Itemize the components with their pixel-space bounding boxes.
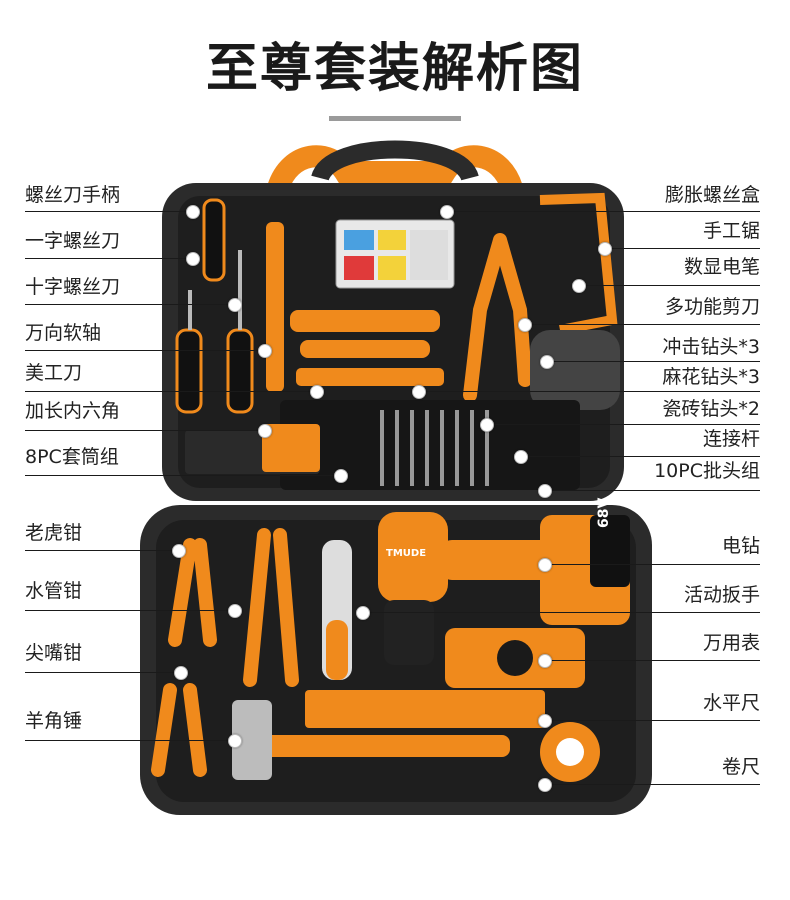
callout-dot bbox=[538, 484, 552, 498]
leader-line bbox=[25, 430, 265, 432]
label-extension-rod: 连接杆 bbox=[702, 428, 760, 450]
callout-dot bbox=[186, 205, 200, 219]
leader-line bbox=[524, 324, 760, 326]
callout-dot bbox=[186, 252, 200, 266]
callout-dot bbox=[572, 279, 586, 293]
label-multi-shears: 多功能剪刀 bbox=[664, 296, 760, 318]
label-voltage-tester: 数显电笔 bbox=[683, 256, 760, 278]
label-needle-nose-pliers: 尖嘴钳 bbox=[25, 642, 83, 664]
callout-dot bbox=[538, 654, 552, 668]
leader-line bbox=[544, 490, 760, 492]
drill-brand-logo: TMUDE bbox=[386, 548, 427, 559]
leader-line bbox=[544, 660, 760, 662]
callout-dot bbox=[514, 450, 528, 464]
callout-dot bbox=[538, 778, 552, 792]
callout-dot bbox=[228, 298, 242, 312]
case-lower-tray bbox=[140, 505, 652, 815]
callout-dot bbox=[538, 714, 552, 728]
label-tape-measure: 卷尺 bbox=[721, 756, 760, 778]
leader-line bbox=[25, 672, 179, 674]
label-tile-bits: 瓷砖钻头*2 bbox=[662, 398, 760, 420]
label-flathead-screwdriver: 一字螺丝刀 bbox=[25, 230, 121, 252]
leader-line bbox=[578, 285, 760, 287]
callout-dot bbox=[174, 666, 188, 680]
callout-dot bbox=[440, 205, 454, 219]
callout-dot bbox=[356, 606, 370, 620]
leader-line bbox=[544, 564, 760, 566]
leader-line bbox=[362, 612, 760, 614]
label-phillips-screwdriver: 十字螺丝刀 bbox=[25, 276, 121, 298]
callout-dot bbox=[228, 734, 242, 748]
callout-dot bbox=[334, 469, 348, 483]
label-hand-saw: 手工锯 bbox=[702, 220, 760, 242]
callout-dot bbox=[480, 418, 494, 432]
callout-dot bbox=[258, 344, 272, 358]
callout-dot bbox=[258, 424, 272, 438]
leader-line bbox=[25, 391, 315, 393]
label-cordless-drill: 电钻 bbox=[721, 535, 760, 557]
label-utility-knife: 美工刀 bbox=[25, 362, 83, 384]
label-socket-set: 8PC套筒组 bbox=[25, 446, 119, 468]
leader-line bbox=[544, 720, 760, 722]
leader-line bbox=[25, 550, 177, 552]
leader-line bbox=[25, 475, 339, 477]
label-pipe-pliers: 水管钳 bbox=[25, 580, 83, 602]
callout-dot bbox=[540, 355, 554, 369]
callout-dot bbox=[228, 604, 242, 618]
callout-dot bbox=[172, 544, 186, 558]
label-twist-bits: 麻花钻头*3 bbox=[662, 366, 760, 388]
leader-line bbox=[25, 610, 233, 612]
label-hex-keys: 加长内六角 bbox=[25, 400, 121, 422]
leader-line bbox=[544, 784, 760, 786]
label-adjustable-wrench: 活动扳手 bbox=[683, 584, 760, 606]
leader-line bbox=[418, 391, 760, 393]
leader-line bbox=[520, 456, 760, 458]
callout-dot bbox=[518, 318, 532, 332]
label-flexible-shaft: 万向软轴 bbox=[25, 322, 102, 344]
leader-line bbox=[446, 211, 760, 213]
leader-line bbox=[25, 350, 265, 352]
leader-line bbox=[605, 248, 760, 250]
callout-dot bbox=[598, 242, 612, 256]
title-divider bbox=[329, 116, 461, 121]
leader-line bbox=[486, 424, 760, 426]
case-upper-lid bbox=[162, 140, 624, 501]
label-spirit-level: 水平尺 bbox=[702, 692, 760, 714]
callout-dot bbox=[538, 558, 552, 572]
label-screwdriver-bits: 10PC批头组 bbox=[654, 460, 760, 482]
page-title: 至尊套装解析图 bbox=[205, 39, 584, 99]
leader-line bbox=[25, 211, 193, 213]
callout-dot bbox=[412, 385, 426, 399]
leader-line bbox=[25, 258, 193, 260]
label-anchor-box: 膨胀螺丝盒 bbox=[664, 184, 760, 206]
label-screwdriver-handle: 螺丝刀手柄 bbox=[25, 184, 121, 206]
label-claw-hammer: 羊角锤 bbox=[25, 710, 83, 732]
label-multimeter: 万用表 bbox=[702, 632, 760, 654]
callout-dot bbox=[310, 385, 324, 399]
leader-line bbox=[546, 361, 760, 363]
leader-line bbox=[25, 304, 235, 306]
leader-line bbox=[25, 740, 233, 742]
battery-voltage-label: 68V bbox=[596, 497, 612, 528]
label-impact-bits: 冲击钻头*3 bbox=[662, 336, 760, 358]
label-combination-pliers: 老虎钳 bbox=[25, 522, 83, 544]
